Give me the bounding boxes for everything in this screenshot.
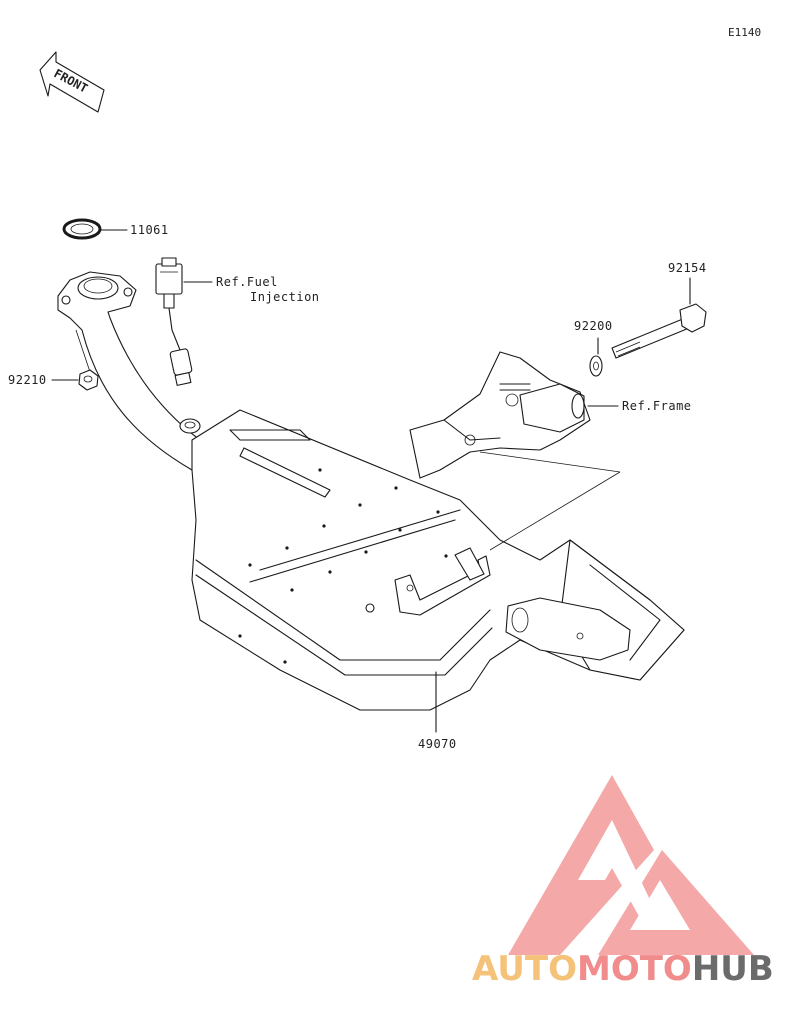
gasket-part [62,218,102,240]
automotohub-watermark: AUTOMOTOHUB [472,775,774,989]
callout-49070: 49070 [418,737,457,751]
callout-ref-fuel-line2: Injection [250,290,320,304]
callout-ref-fuel-line1: Ref.Fuel [216,275,278,289]
svg-text:AUTOMOTOHUB: AUTOMOTOHUB [472,949,774,989]
frame-bracket [409,351,621,551]
callout-11061: 11061 [130,223,169,237]
watermark-part3: HUB [692,949,774,989]
callout-92154: 92154 [668,261,707,275]
washer-part [589,355,603,377]
callout-92200: 92200 [574,319,613,333]
front-arrow-icon: FRONT [39,51,105,113]
exhaust-pipe [57,271,201,471]
muffler-body [191,409,685,711]
watermark-part2: MOTO [577,949,692,989]
nut-part [78,369,99,391]
callout-92210: 92210 [8,373,47,387]
callout-ref-frame: Ref.Frame [622,399,692,413]
diagram-code: E1140 [728,26,761,39]
automotohub-logo-icon [508,775,754,955]
oxygen-sensor [155,257,201,434]
bolt-part [611,303,707,359]
watermark-part1: AUTO [472,949,577,989]
